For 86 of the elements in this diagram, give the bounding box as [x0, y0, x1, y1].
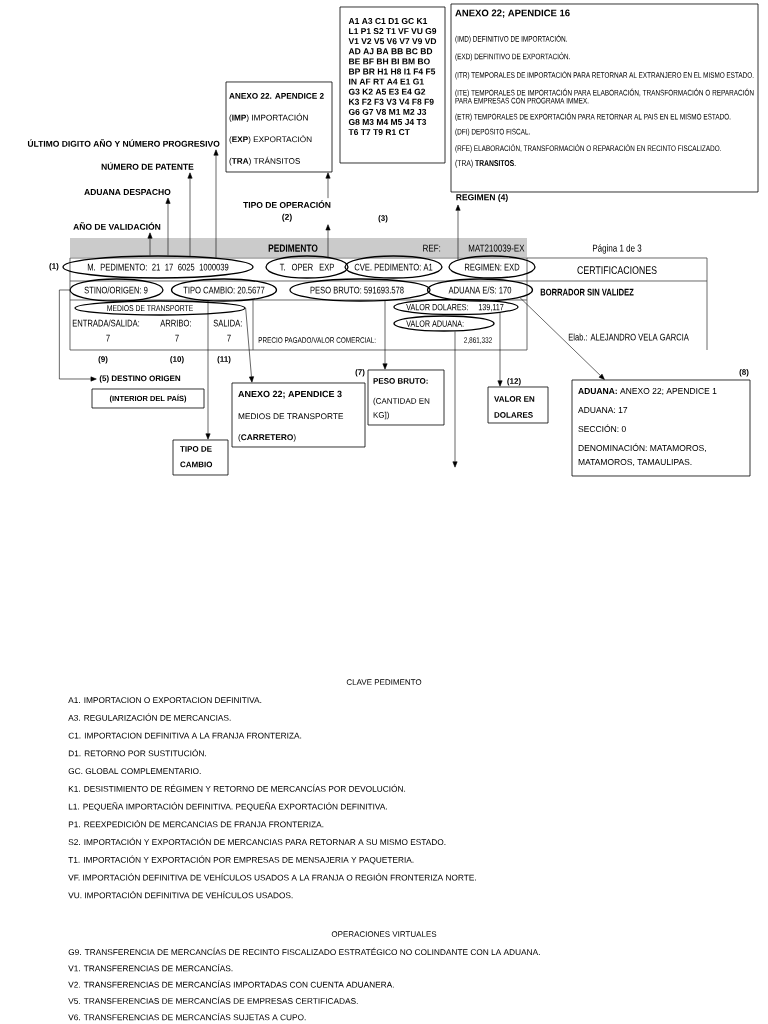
- annotation-label: NÚMERO DE PATENTE: [101, 162, 194, 170]
- list-item: A3. REGULARIZACIÓN DE MERCANCIAS.: [68, 713, 231, 721]
- circled-field: VALOR DOLARES: 139,117: [393, 298, 519, 316]
- annotation-label: ADUANA DESPACHO: [84, 189, 171, 195]
- list-item: V2. TRANSFERENCIAS DE MERCANCÍAS IMPORTADAS CON CUENTA ADUANERA.: [68, 980, 394, 988]
- page-number: Página 1 de 3: [593, 244, 642, 254]
- arrow: [165, 197, 171, 256]
- note-box: PESO BRUTO: (CANTIDAD EN KG]): [367, 369, 445, 426]
- arrow: [325, 224, 331, 258]
- list-item: V6. TRANSFERENCIAS DE MERCANCÍAS SUJETAS A CUPO.: [68, 1012, 306, 1021]
- list-item: VF. IMPORTACIÓN DEFINITIVA DE VEHÍCULOS USADOS A LA FRANJA O REGIÓN FRONTERIZA NORTE.: [68, 873, 476, 881]
- circled-field: VALOR ADUANA:: [393, 315, 495, 332]
- arrow: [452, 331, 458, 468]
- node-label: DENOMINACIÓN: MATAMOROS, MATAMOROS, TAMAULIPAS.: [578, 443, 706, 467]
- circled-field: M. PEDIMENTO: 21 17 6025 1000039: [62, 255, 254, 279]
- draft-notice: BORRADOR SIN VALIDEZ: [540, 288, 634, 296]
- callout-number: (8): [739, 369, 749, 377]
- form-value: 2,861,332: [464, 337, 492, 344]
- circled-field: ADUANA E/S: 170: [426, 278, 534, 302]
- arrow: [147, 232, 153, 256]
- annotation-label: TIPO DE OPERACIÓN (2): [243, 200, 331, 222]
- arrow: [519, 297, 605, 380]
- arrow: [497, 312, 503, 387]
- signature-text: Elab.: ALEJANDRO VELA GARCIA: [568, 333, 689, 341]
- arrow: [455, 204, 461, 260]
- arrow: [382, 300, 388, 370]
- form-heading: CERTIFICACIONES: [577, 266, 657, 275]
- note-box: ANEXO 22; APENDICE 3 MEDIOS DE TRANSPORTE (CARRETERO): [231, 382, 366, 448]
- list-item: S2. IMPORTACIÓN Y EXPORTACIÓN DE MERCANCIAS PARA RETORNAR A SU MISMO ESTADO.: [68, 837, 446, 846]
- form-label: SALIDA:: [213, 319, 242, 327]
- form-value: 7: [227, 334, 231, 342]
- circled-field: PESO BRUTO: 591693.578: [289, 278, 431, 302]
- note-box: ANEXO 22. APENDICE 2 (IMP) IMPORTACIÓN (EXP) EXPORTACIÓN (TRA) TRÁNSITOS: [225, 81, 333, 173]
- section-heading: CLAVE PEDIMENTO: [346, 679, 422, 685]
- list-item: K1. DESISTIMIENTO DE RÉGIMEN Y RETORNO DE MERCANCÍAS POR DEVOLUCIÓN.: [68, 784, 406, 792]
- arrow: [59, 289, 97, 382]
- annotation-label: AÑO DE VALIDACIÓN: [73, 222, 161, 230]
- annotation-label: ÚLTIMO DIGITO AÑO Y NÚMERO PROGRESIVO: [27, 139, 220, 147]
- circled-field: REGIMEN: EXD: [448, 255, 536, 279]
- section-heading: OPERACIONES VIRTUALES: [331, 931, 437, 937]
- list-item: P1. REEXPEDICIÓN DE MERCANCIAS DE FRANJA FRONTERIZA.: [68, 820, 324, 828]
- arrow: [325, 172, 331, 199]
- callout-number: (9): [98, 356, 108, 364]
- arrow: [245, 307, 254, 383]
- node-label: ADUANA: 17: [578, 407, 628, 413]
- form-value: 7: [175, 334, 179, 342]
- callout-number: (1): [49, 263, 59, 271]
- callout-number: (7): [355, 369, 365, 377]
- form-label: REF:: [423, 244, 441, 252]
- arrow: [187, 172, 193, 257]
- code-list-box: A1 A3 C1 D1 GC K1 L1 P1 S2 T1 VF VU G9 V1 V2 V5 V6 V7 V9 VD AD AJ BA BB BC BD BE BF BH BI BM BO BP BR H1 H8 I1 F4 F5 IN AF RT A4 E1 G1 G3 K2 A5 E3 E4 G2 K3 F2 F3 V3 V4 F8 F9 G6 G7 V8 M1 M2 J3 G8 M3 M4 M5 J4 T3 T6 T7 T9 R1 CT: [339, 6, 446, 164]
- list-item: T1. IMPORTACIÓN Y EXPORTACIÓN POR EMPRESAS DE MENSAJERIA Y PAQUETERIA.: [68, 855, 414, 865]
- circled-field: TIPO CAMBIO: 20.5677: [170, 278, 278, 302]
- list-item: D1. RETORNO POR SUSTITUCIÓN.: [68, 749, 206, 757]
- list-item: G9. TRANSFERENCIA DE MERCANCÍAS DE RECINTO FISCALIZADO ESTRATÉGICO NO COLINDANTE CON LA ADUANA.: [68, 947, 540, 956]
- circled-field: STINO/ORIGEN: 9: [69, 278, 164, 302]
- callout-number: (11): [217, 356, 231, 364]
- note-box: ADUANA: ANEXO 22; APENDICE 1 ADUANA: 17 SECCIÓN: 0 DENOMINACIÓN: MATAMOROS, MATAMOROS, TAMAULIPAS.: [571, 379, 751, 477]
- callout-number: (10): [170, 356, 184, 364]
- arrow: [205, 300, 211, 440]
- circled-field: T. OPER EXP: [265, 255, 349, 279]
- note-box: TIPO DE CAMBIO: [172, 439, 229, 476]
- arrow: [213, 149, 219, 259]
- list-item: V1. TRANSFERENCIAS DE MERCANCÍAS.: [68, 964, 233, 972]
- note-box: ANEXO 22; APENDICE 16 (IMD) DEFINITIVO DE IMPORTACIÓN. (EXD) DEFINITIVO DE EXPORTACIÓN. (ITR) TEMPORALES DE IMPORTACIÓN PARA RETORNAR AL EXTRANJERO EN EL MISMO ESTADO. (ITE) TEMPORALES DE IMPORTACIÓN PARA ELABORACIÓN, TRANSFORMACIÓN O REPARACIÓN PARA EMPRESAS CON PROGRAMA IMMEX. (ETR) TEMPORALES DE EXPORTACIÓN PARA RETORNAR AL PAIS EN EL MISMO ESTADO. (DFI) DEPOSITO FISCAL. (RFE) ELABORACIÓN, TRANSFORMACIÓN O REPARACIÓN EN RECINTO FISCALIZADO. (TRA) TRANSITOS.: [450, 3, 759, 193]
- list-item: V5. TRANSFERENCIAS DE MERCANCÍAS DE EMPRESAS CERTIFICADAS.: [68, 996, 358, 1004]
- callout-number: (3): [378, 215, 388, 223]
- note-box: VALOR EN DOLARES: [487, 386, 549, 424]
- circled-field: CVE. PEDIMENTO: A1: [344, 255, 443, 279]
- node-label: ADUANA: ANEXO 22; APENDICE 1: [578, 388, 717, 396]
- annotation-label: REGIMEN (4): [456, 194, 508, 202]
- list-item: A1. IMPORTACION O EXPORTACION DEFINITIVA.: [68, 697, 262, 704]
- callout-number: (12): [507, 378, 521, 386]
- form-value: 7: [106, 334, 110, 342]
- node-label: SECCIÓN: 0: [578, 424, 626, 432]
- list-item: L1. PEQUEÑA IMPORTACIÓN DEFINITIVA. PEQUEÑA EXPORTACIÓN DEFINITIVA.: [68, 802, 387, 812]
- form-label: ARRIBO:: [160, 319, 191, 327]
- list-item: C1. IMPORTACION DEFINITIVA A LA FRANJA FRONTERIZA.: [68, 732, 302, 739]
- annotation-label: (5) DESTINO ORIGEN: [99, 375, 181, 383]
- list-item: GC. GLOBAL COMPLEMENTARIO.: [68, 768, 201, 775]
- form-label: PRECIO PAGADO/VALOR COMERCIAL:: [258, 337, 376, 343]
- list-item: VU. IMPORTACIÓN DEFINITIVA DE VEHÍCULOS USADOS.: [68, 891, 293, 899]
- form-value: MAT210039-EX: [468, 244, 525, 252]
- circled-field: MEDIOS DE TRANSPORTE: [74, 300, 246, 316]
- form-title: PEDIMENTO: [268, 244, 318, 252]
- form-label: ENTRADA/SALIDA:: [72, 319, 140, 327]
